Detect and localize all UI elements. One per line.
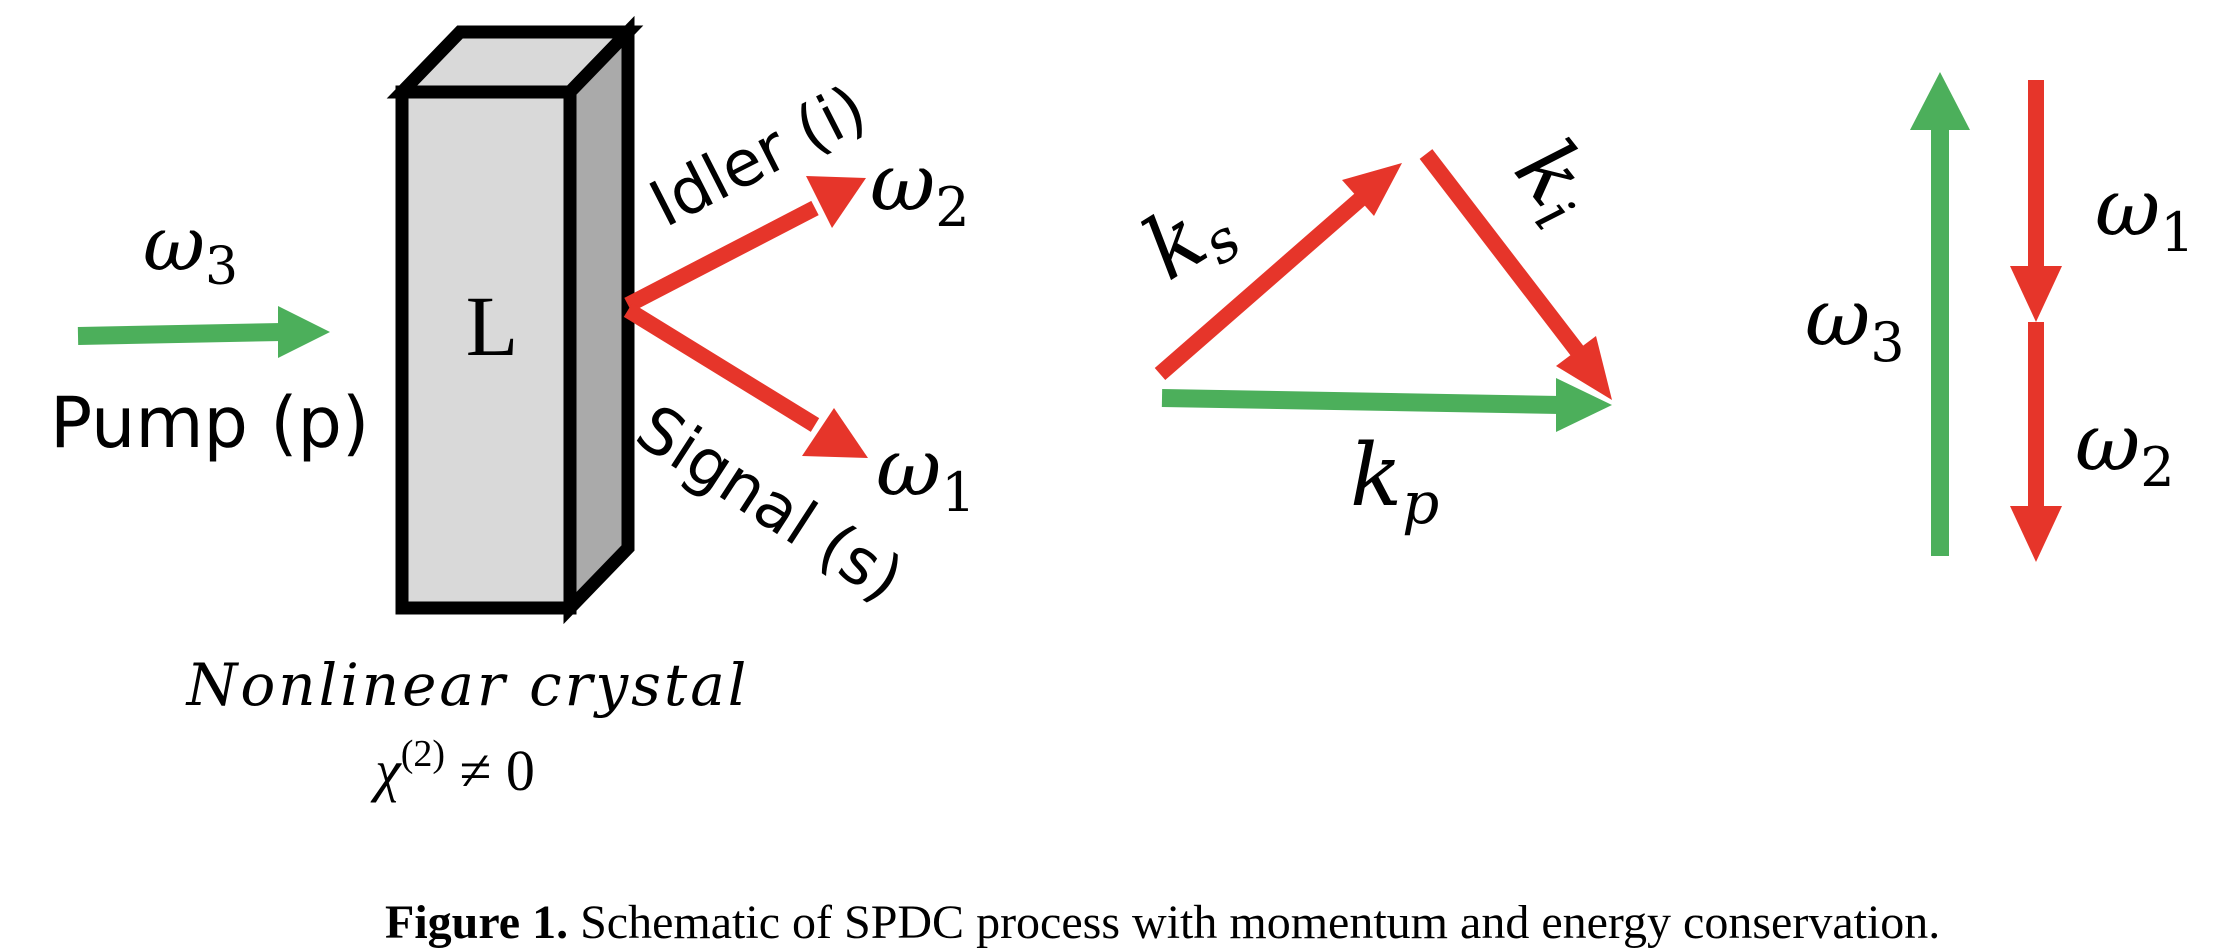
- figure-caption: Figure 1. Schematic of SPDC process with…: [385, 895, 1940, 950]
- pump-arrow: [77, 306, 330, 358]
- kp-label: kp: [1350, 426, 1439, 537]
- omega2-arrow: [2010, 322, 2062, 562]
- energy-omega1: ω1: [2095, 161, 2195, 264]
- signal-arrow: [623, 303, 868, 458]
- kp-arrow: [1161, 378, 1612, 432]
- signal-label: Signal (s): [623, 391, 915, 617]
- figure-caption-text: Schematic of SPDC process with momentum …: [568, 896, 1941, 949]
- ks-arrow: [1154, 163, 1402, 381]
- energy-omega2: ω2: [2075, 396, 2175, 499]
- idler-arrow: [624, 176, 866, 313]
- signal-omega: ω1: [876, 421, 976, 524]
- ki-arrow: [1419, 149, 1612, 400]
- ki-label: ki: [1490, 121, 1618, 243]
- idler-omega: ω2: [870, 136, 970, 239]
- crystal-face-label: L: [466, 278, 519, 374]
- crystal-condition: χ(2) ≠ 0: [370, 733, 535, 803]
- pump-label: Pump (p): [50, 382, 369, 464]
- nonlinear-crystal: L: [386, 15, 644, 625]
- idler-label: Idler (i): [639, 71, 878, 242]
- crystal-front-face: [395, 85, 577, 615]
- crystal-side-face: [563, 15, 635, 625]
- ks-label: ks: [1126, 172, 1252, 306]
- omega1-arrow: [2010, 80, 2062, 322]
- pump-omega: ω3: [143, 199, 238, 297]
- crystal-name: Nonlinear crystal: [185, 651, 750, 719]
- figure-caption-label: Figure 1.: [385, 896, 569, 949]
- energy-omega3: ω3: [1805, 271, 1905, 374]
- omega3-arrow: [1910, 72, 1970, 556]
